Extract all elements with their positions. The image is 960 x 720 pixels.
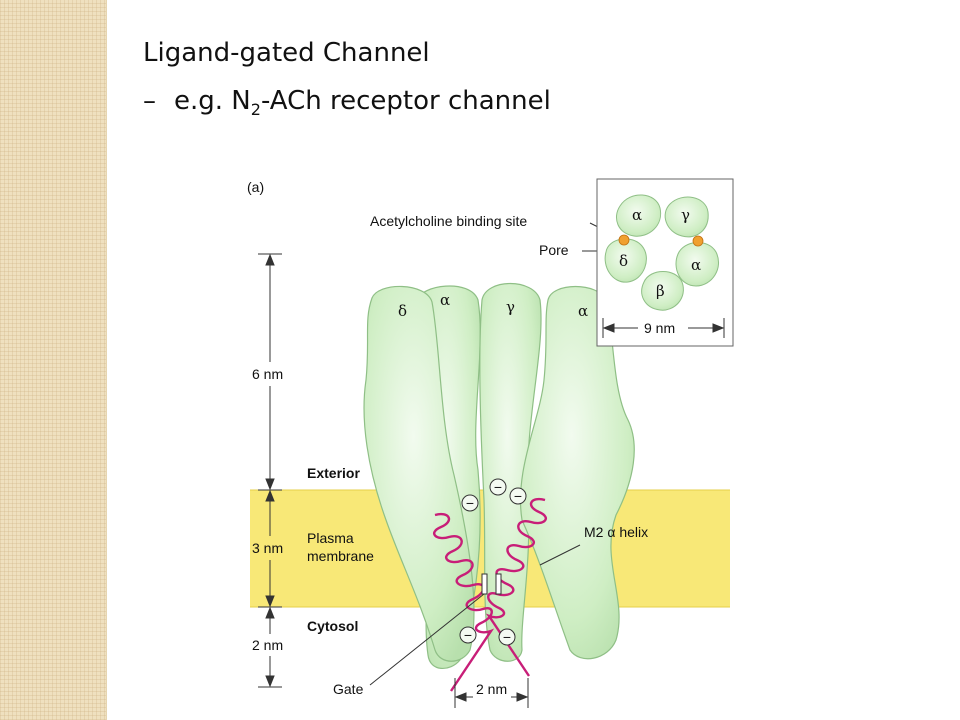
charge-5 xyxy=(498,628,516,646)
label-plasma: Plasma xyxy=(307,530,354,546)
inset-subunit-beta xyxy=(641,271,684,311)
label-pore: Pore xyxy=(539,242,569,258)
slide-bullet: –e.g. N2-ACh receptor channel xyxy=(143,86,551,119)
label-6nm: 6 nm xyxy=(252,366,283,382)
label-gate-width: 2 nm xyxy=(476,681,507,697)
charge-3 xyxy=(461,494,479,512)
charges xyxy=(459,478,527,646)
inset-label-gamma: γ xyxy=(681,206,690,224)
bullet-dash: – xyxy=(143,86,156,116)
subunit-label-alpha-front: α xyxy=(578,302,588,320)
slide-title: Ligand-gated Channel xyxy=(143,38,430,68)
charge-sign-1: − xyxy=(494,479,502,495)
subunit-gamma xyxy=(479,282,542,662)
m2-helices xyxy=(433,497,547,692)
label-ach-site: Acetylcholine binding site xyxy=(370,213,527,229)
charge-4 xyxy=(459,626,477,644)
gate-bar-right xyxy=(495,573,502,595)
bullet-prefix: e.g. N xyxy=(174,86,251,116)
dimension-lines xyxy=(258,253,581,708)
channel-subunits xyxy=(363,282,635,669)
helix-left xyxy=(433,512,495,692)
bullet-suffix: -ACh receptor channel xyxy=(260,86,551,116)
subunit-label-alpha-back: α xyxy=(440,291,450,309)
helix-right xyxy=(485,497,547,677)
inset-subunit-alpha-top xyxy=(616,194,662,237)
inset-label-delta: δ xyxy=(619,252,628,270)
inset-subunit-gamma xyxy=(664,196,709,238)
charge-signs: − − − − − xyxy=(464,479,522,645)
panel-label: (a) xyxy=(247,179,264,195)
label-m2-helix: M2 α helix xyxy=(584,524,648,540)
binding-site-right xyxy=(692,235,704,247)
charge-sign-2: − xyxy=(514,488,522,504)
subunit-delta xyxy=(363,285,475,662)
label-membrane: membrane xyxy=(307,548,374,564)
inset-label-9nm: 9 nm xyxy=(644,320,675,336)
subunit-label-gamma: γ xyxy=(506,298,515,316)
charge-1 xyxy=(489,478,507,496)
label-3nm: 3 nm xyxy=(252,540,283,556)
gate-bar-left xyxy=(481,573,488,595)
charge-sign-4: − xyxy=(464,627,472,643)
binding-site-left xyxy=(618,234,630,246)
label-cytosol: Cytosol xyxy=(307,618,358,634)
label-exterior: Exterior xyxy=(307,465,360,481)
inset-label-alpha-right: α xyxy=(691,256,701,274)
inset-dimension xyxy=(602,318,725,338)
bullet-subscript: 2 xyxy=(250,100,261,120)
subunit-label-delta: δ xyxy=(398,302,407,320)
inset-subunits xyxy=(604,194,719,311)
inset-label-alpha-top: α xyxy=(632,206,642,224)
charge-2 xyxy=(509,487,527,505)
charge-sign-5: − xyxy=(503,629,511,645)
decorative-sidebar xyxy=(0,0,107,720)
inset-label-beta: β xyxy=(656,282,665,300)
charge-sign-3: − xyxy=(466,495,474,511)
label-2nm-height: 2 nm xyxy=(252,637,283,653)
label-gate: Gate xyxy=(333,681,364,697)
